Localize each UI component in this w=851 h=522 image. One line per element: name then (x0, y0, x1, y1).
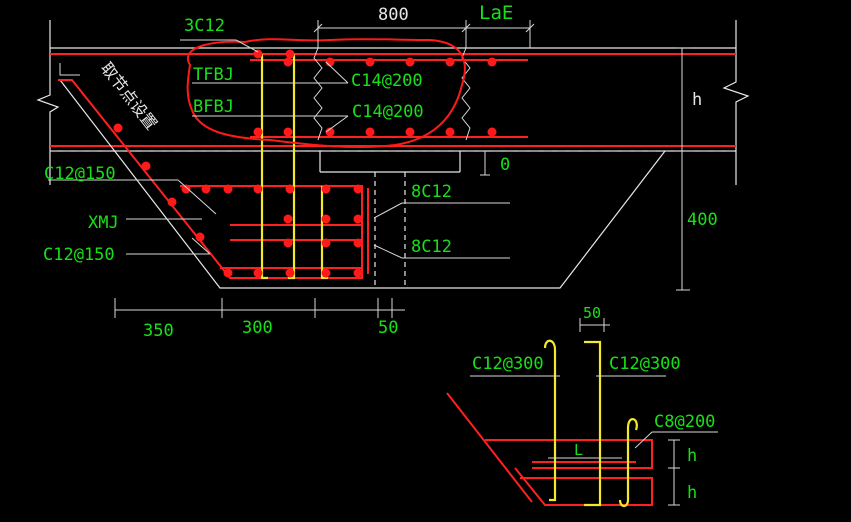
leaders (48, 39, 510, 259)
label-slope-bars-upper: C12@150 (44, 164, 116, 184)
label-anchorage: LaE (479, 2, 513, 24)
top-dimensions (313, 20, 535, 48)
label-bottom-flange-bars: BFBJ (193, 97, 234, 117)
label-detail-stirrup-right: C12@300 (609, 354, 681, 374)
cap-rebar-dots (167, 184, 363, 278)
label-detail-50: 50 (583, 304, 601, 322)
label-bottom-dim-left: 350 (143, 321, 174, 341)
label-side-bars-lower: 8C12 (411, 237, 452, 257)
label-side-bars-upper: 8C12 (411, 182, 452, 202)
label-slab-thickness: h (692, 90, 702, 110)
cap-stirrups (260, 54, 328, 280)
label-detail-lap-length: L (574, 441, 583, 459)
label-top-corner-bars: 3C12 (184, 16, 225, 36)
slab-rebar-lines (50, 53, 736, 147)
label-slope-mesh: XMJ (88, 213, 119, 233)
label-detail-tie-bar: C8@200 (654, 412, 715, 432)
label-slope-bars-lower: C12@150 (43, 245, 115, 265)
slab-rebar-dots (113, 49, 497, 171)
label-detail-h-upper: h (687, 446, 697, 466)
label-depth-400: 400 (687, 210, 718, 230)
cap-outline (59, 79, 666, 289)
label-detail-stirrup-left: C12@300 (472, 354, 544, 374)
label-bottom-dim-right: 50 (378, 318, 398, 338)
label-top-flange-bars: TFBJ (193, 65, 234, 85)
label-top-layer-spacing: C14@200 (351, 71, 423, 91)
label-top-dimension: 800 (378, 5, 409, 25)
detail-drawing (446, 318, 718, 508)
bottom-dimensions (114, 298, 405, 318)
lap-zigzags (313, 47, 471, 141)
label-bottom-dim-mid: 300 (242, 318, 273, 338)
label-zero-offset: 0 (500, 155, 510, 175)
revision-cloud (186, 38, 466, 149)
right-dimensions (480, 47, 690, 291)
label-bottom-layer-spacing: C14@200 (352, 102, 424, 122)
cap-rebar (58, 79, 369, 279)
label-detail-h-lower: h (687, 483, 697, 503)
